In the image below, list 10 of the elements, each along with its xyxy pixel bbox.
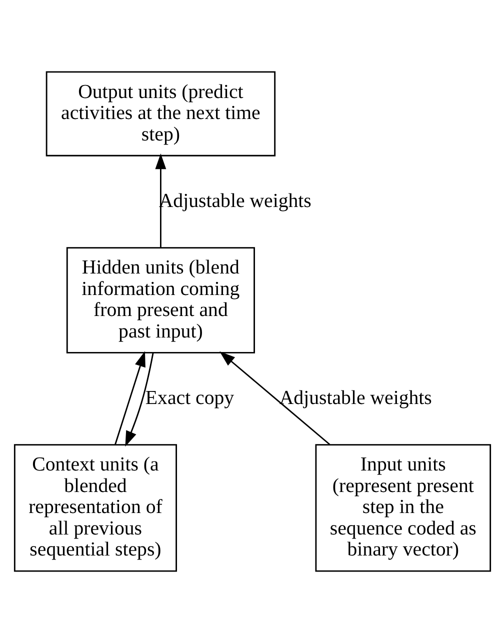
edge-label: Exact copy — [144, 387, 234, 410]
node-box: Output units (predict activities at the next time step) — [45, 71, 276, 156]
arrow — [124, 352, 154, 447]
arrow — [114, 351, 145, 445]
node-box: Hidden units (blend information coming from present and past input) — [66, 247, 254, 354]
node-box: Input units (represent present step in the sequence coded as binary vector) — [314, 444, 491, 572]
edge-label: Adjustable weights — [278, 387, 432, 410]
arrow — [219, 351, 330, 446]
node-box: Context units (a blended representation of all previous sequential steps) — [13, 444, 176, 572]
arrow — [154, 153, 166, 248]
